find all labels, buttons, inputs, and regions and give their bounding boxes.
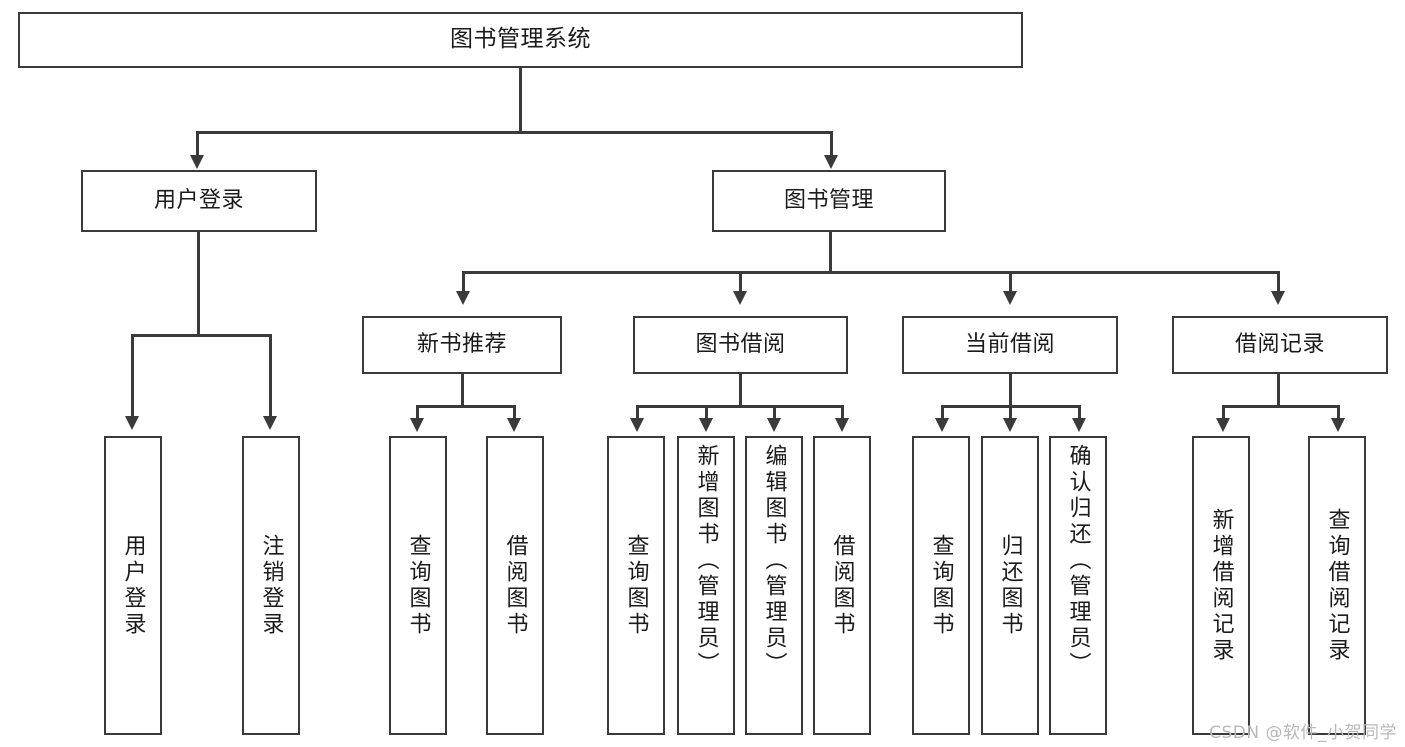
node-label: 查询借阅记录 [1324, 507, 1350, 664]
node-label: 归还图书 [997, 533, 1023, 638]
leaf-logout[interactable]: 注销登录 [242, 436, 300, 735]
arrowhead-leaf-logout [263, 416, 277, 430]
node-label: 借阅图书 [829, 533, 855, 638]
connector-user-login-stem [197, 232, 200, 337]
connector-book-borrow-stem [739, 374, 742, 407]
arrowhead-leaf-query-book-1 [410, 418, 424, 432]
node-borrow-record[interactable]: 借阅记录 [1172, 316, 1388, 374]
arrowhead-leaf-return-book [1003, 418, 1017, 432]
connector-root-bus [196, 131, 833, 134]
node-label: 借阅记录 [1234, 332, 1325, 358]
leaf-add-book-admin[interactable]: 新增图书（管理员） [677, 436, 735, 735]
node-label: 图书管理系统 [450, 26, 591, 53]
connector-current-borrow-stem [1009, 374, 1012, 407]
leaf-query-book-current[interactable]: 查询图书 [912, 436, 970, 735]
arrowhead-leaf-user-login [125, 416, 139, 430]
connector-new-book-bus [416, 405, 515, 408]
node-label: 图书管理 [783, 188, 874, 214]
node-current-borrow[interactable]: 当前借阅 [902, 316, 1118, 374]
node-label: 新增图书（管理员） [693, 444, 719, 678]
leaf-add-borrow-record[interactable]: 新增借阅记录 [1192, 436, 1250, 735]
node-label: 注销登录 [258, 533, 284, 638]
connector-root-to-user-login [196, 131, 199, 157]
arrowhead-leaf-query-book-2 [630, 418, 644, 432]
arrowhead-book-manage [824, 155, 838, 169]
node-label: 查询图书 [928, 533, 954, 638]
connector-user-login-bus [131, 334, 270, 337]
node-label: 图书借阅 [695, 332, 786, 358]
arrowhead-current-borrow [1003, 291, 1017, 305]
arrowhead-leaf-confirm-return [1072, 418, 1086, 432]
arrowhead-leaf-borrow-book-1 [507, 418, 521, 432]
leaf-edit-book-admin[interactable]: 编辑图书（管理员） [745, 436, 803, 735]
node-label: 新书推荐 [416, 332, 507, 358]
connector-to-current-borrow [1009, 271, 1012, 293]
connector-book-borrow-leaf-3 [773, 405, 776, 420]
node-book-borrow[interactable]: 图书借阅 [633, 316, 848, 374]
connector-current-borrow-leaf-1 [941, 405, 944, 420]
connector-borrow-record-stem [1277, 374, 1280, 407]
connector-book-borrow-leaf-4 [841, 405, 844, 420]
csdn-watermark: CSDN @软件_小贺同学 [1209, 723, 1397, 743]
node-label: 确认归还（管理员） [1065, 444, 1091, 678]
leaf-query-borrow-record[interactable]: 查询借阅记录 [1308, 436, 1366, 735]
connector-new-book-leaf-2 [513, 405, 516, 420]
connector-borrow-record-bus [1222, 405, 1340, 408]
connector-root-stem [519, 68, 522, 134]
node-label: 编辑图书（管理员） [761, 444, 787, 678]
node-label: 查询图书 [623, 533, 649, 638]
arrowhead-book-borrow [733, 291, 747, 305]
arrowhead-leaf-borrow-book-2 [835, 418, 849, 432]
arrowhead-leaf-add-record [1216, 418, 1230, 432]
connector-new-book-stem [461, 374, 464, 407]
node-label: 当前借阅 [964, 332, 1055, 358]
connector-current-borrow-leaf-2 [1009, 405, 1012, 420]
connector-book-borrow-leaf-2 [705, 405, 708, 420]
arrowhead-leaf-add-book [699, 418, 713, 432]
connector-user-login-leaf-1 [131, 334, 134, 418]
leaf-query-book-borrow[interactable]: 查询图书 [607, 436, 665, 735]
node-root-system[interactable]: 图书管理系统 [18, 12, 1023, 68]
connector-borrow-record-leaf-1 [1222, 405, 1225, 420]
leaf-query-book-recommend[interactable]: 查询图书 [389, 436, 447, 735]
leaf-confirm-return-admin[interactable]: 确认归还（管理员） [1049, 436, 1107, 735]
arrowhead-leaf-edit-book [767, 418, 781, 432]
arrowhead-user-login [190, 155, 204, 169]
node-label: 查询图书 [405, 533, 431, 638]
connector-book-borrow-bus [636, 405, 844, 408]
connector-book-manage-stem [829, 232, 832, 273]
connector-current-borrow-leaf-3 [1078, 405, 1081, 420]
connector-root-to-book-manage [830, 131, 833, 157]
arrowhead-new-book [456, 291, 470, 305]
connector-to-book-borrow [739, 271, 742, 293]
connector-borrow-record-leaf-2 [1337, 405, 1340, 420]
node-label: 新增借阅记录 [1208, 507, 1234, 664]
connector-new-book-leaf-1 [416, 405, 419, 420]
connector-user-login-leaf-2 [269, 334, 272, 418]
leaf-return-book[interactable]: 归还图书 [981, 436, 1039, 735]
connector-book-borrow-leaf-1 [636, 405, 639, 420]
node-new-book-recommend[interactable]: 新书推荐 [362, 316, 562, 374]
leaf-borrow-book[interactable]: 借阅图书 [813, 436, 871, 735]
node-label: 用户登录 [153, 188, 244, 214]
node-label: 用户登录 [120, 533, 146, 638]
node-book-manage[interactable]: 图书管理 [712, 170, 946, 232]
leaf-borrow-book-recommend[interactable]: 借阅图书 [486, 436, 544, 735]
connector-to-borrow-record [1277, 271, 1280, 293]
connector-to-new-book [462, 271, 465, 293]
node-user-login[interactable]: 用户登录 [81, 170, 317, 232]
connector-book-manage-bus [462, 271, 1280, 274]
arrowhead-leaf-query-book-3 [935, 418, 949, 432]
arrowhead-leaf-query-record [1331, 418, 1345, 432]
arrowhead-borrow-record [1271, 291, 1285, 305]
leaf-user-login[interactable]: 用户登录 [104, 436, 162, 735]
node-label: 借阅图书 [502, 533, 528, 638]
